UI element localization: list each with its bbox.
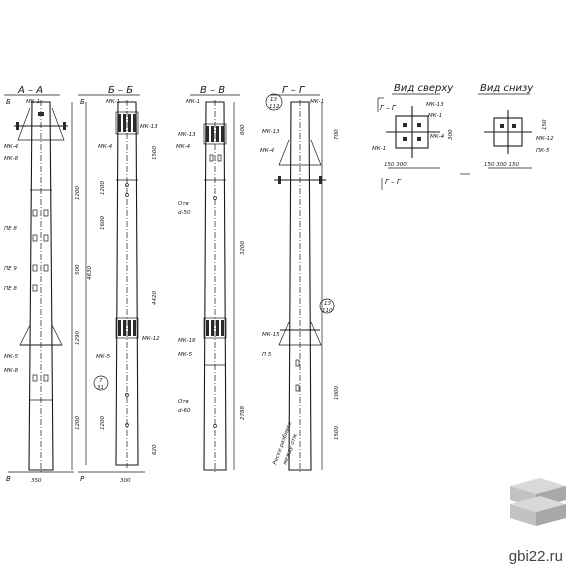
- dim-1500-bb: 1500: [152, 146, 158, 160]
- dim-1000-gg: 1000: [334, 386, 340, 400]
- label-mk4-vv: МК-4: [176, 144, 191, 150]
- label-mk1b-top: МК-1: [372, 146, 386, 152]
- callout-7b: 31: [97, 385, 104, 391]
- callout-112: 112: [269, 104, 280, 110]
- label-mk15-gg: МК-15: [262, 332, 280, 338]
- view-top-title: Вид сверху: [394, 83, 454, 94]
- label-mk1-aa: МК-1: [26, 99, 40, 105]
- cut-mark-g-top: Г – Г: [380, 104, 397, 112]
- cut-mark-b: Б: [6, 98, 11, 106]
- dim-600-vv: 600: [240, 124, 246, 135]
- callout-13-top: 13: [270, 97, 277, 103]
- cut-mark-g-bottom: Г – Г: [385, 178, 402, 186]
- dim-300-top: 300: [448, 129, 454, 140]
- label-mk4-gg: МК-4: [260, 148, 275, 154]
- view-bottom: Вид снизу МК-12 ПК-5 150 150 300 150: [460, 83, 554, 175]
- label-mk1-gg: МК-1: [310, 99, 324, 105]
- dim-1600-bb: 1600: [100, 216, 106, 230]
- section-aa-title: А – А: [17, 85, 43, 96]
- callout-7: 7: [99, 378, 103, 384]
- dim-500-aa: 500: [75, 264, 81, 275]
- dim-4420-bb: 4420: [152, 291, 158, 305]
- label-mk8b-aa: МК-8: [4, 368, 19, 374]
- label-mk5-aa: МК-5: [4, 354, 19, 360]
- section-vv-title: В – В: [200, 85, 225, 96]
- callout-110: 110: [322, 308, 333, 314]
- label-mk13-vv: МК-13: [178, 132, 196, 138]
- label-mk1-vv: МК-1: [186, 99, 200, 105]
- logo-icon: [510, 478, 566, 526]
- label-otv2-vv: Отв: [178, 399, 189, 405]
- dim-150-bottom: 150: [542, 119, 548, 130]
- pole-aa: [28, 101, 54, 471]
- label-pe8-aa: ПЕ 8: [4, 226, 17, 232]
- dim-300-bb: 300: [120, 478, 131, 484]
- cut-mark-v: В: [6, 475, 11, 483]
- cut-mark-bb-top: Б: [80, 98, 85, 106]
- dim-1200c-bb: 1200: [100, 416, 106, 430]
- dim-4630-aa: 4630: [87, 266, 93, 280]
- label-pe8b-aa: ПЕ 8: [4, 286, 17, 292]
- dim-3200-vv: 3200: [240, 241, 246, 255]
- dim-2788-vv: 2788: [240, 406, 246, 420]
- label-pk5-bottom: ПК-5: [536, 148, 550, 154]
- dim-1200b-aa: 1200: [75, 416, 81, 430]
- dim-350-aa: 350: [31, 478, 42, 484]
- dim-150-300-top: 150 300: [384, 162, 407, 168]
- dim-700-gg: 700: [334, 129, 340, 140]
- label-otv2-d-vv: d-60: [178, 408, 191, 414]
- dim-150-300-150-bottom: 150 300 150: [484, 162, 519, 168]
- label-mk12-bottom: МК-12: [536, 136, 554, 142]
- dim-1290-aa: 1290: [75, 331, 81, 345]
- label-mk1-bb: МК-1: [106, 99, 120, 105]
- label-p5-gg: П 5: [262, 352, 272, 358]
- view-bottom-title: Вид снизу: [480, 83, 534, 94]
- dim-1500-gg: 1500: [334, 426, 340, 440]
- label-mk5-bb: МК-5: [96, 354, 111, 360]
- pole-vv: [203, 101, 227, 471]
- label-mk8-aa: МК-8: [4, 156, 19, 162]
- label-mk13-top: МК-13: [426, 102, 444, 108]
- label-otv-vv: Отв: [178, 201, 189, 207]
- cap-aa: [17, 107, 65, 141]
- dim-1200-bb: 1200: [100, 181, 106, 195]
- view-top: Вид сверху Г – Г МК-13 МК-1 МК-4 МК-1 30…: [372, 83, 454, 190]
- label-mk1-top: МК-1: [428, 113, 442, 119]
- dim-1200-aa: 1200: [75, 186, 81, 200]
- section-bb-title: Б – Б: [108, 85, 133, 96]
- label-mk13-bb: МК-13: [140, 124, 158, 130]
- label-mk4-top: МК-4: [430, 134, 445, 140]
- dim-620-bb: 620: [152, 444, 158, 455]
- section-gg: Г – Г 13 112 МК-1 МК-13 МК-4 МК-15 П 5 1…: [260, 85, 340, 472]
- label-mk16-vv: МК-16: [178, 338, 196, 344]
- watermark-text: gbi22.ru: [508, 548, 563, 565]
- label-mk4-bb: МК-4: [98, 144, 113, 150]
- label-mk5-vv: МК-5: [178, 352, 193, 358]
- cut-mark-bb-bottom: Р: [80, 475, 85, 483]
- label-mk12-bb: МК-12: [142, 336, 160, 342]
- label-otv-d-vv: d-50: [178, 210, 191, 216]
- label-mk4-aa: МК-4: [4, 144, 19, 150]
- label-pe9-aa: ПЕ 9: [4, 266, 17, 272]
- section-gg-title: Г – Г: [282, 85, 306, 96]
- section-bb: Б – Б Б МК-1 МК-13 МК-4 МК-12 МК-5 1200 …: [78, 85, 160, 484]
- section-vv: В – В МК-1 МК-13 МК-4 Отв d-50 МК-16 МК-…: [176, 85, 246, 472]
- section-aa: А – А Б МК-1 МК-4 МК-8 ПЕ 8 ПЕ 9 ПЕ 8 МК…: [4, 85, 93, 484]
- label-mk13-gg: МК-13: [262, 129, 280, 135]
- pole-gg: [288, 101, 312, 471]
- callout-13-mid: 13: [324, 301, 331, 307]
- pole-bb: [115, 101, 139, 466]
